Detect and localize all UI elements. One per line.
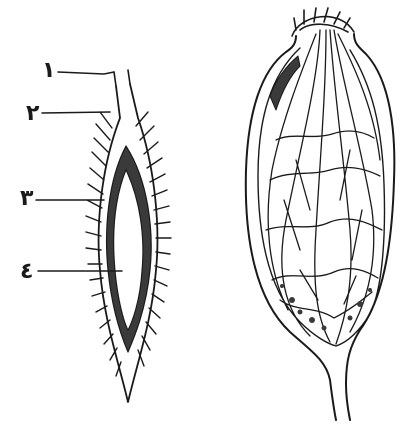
- label-4: ٤: [20, 261, 33, 283]
- stipple: [280, 284, 372, 331]
- label-3: ٣: [20, 188, 33, 210]
- leader-1: [58, 72, 114, 74]
- right-capsule-drawing: [246, 8, 395, 420]
- crown: [292, 8, 354, 36]
- capsule-outer-wall: [246, 36, 336, 420]
- leader-2: [42, 112, 110, 113]
- label-2: ٢: [26, 103, 39, 125]
- label-1: ١: [42, 60, 55, 82]
- left-section-drawing: [86, 70, 171, 402]
- top-stalk: [114, 70, 130, 86]
